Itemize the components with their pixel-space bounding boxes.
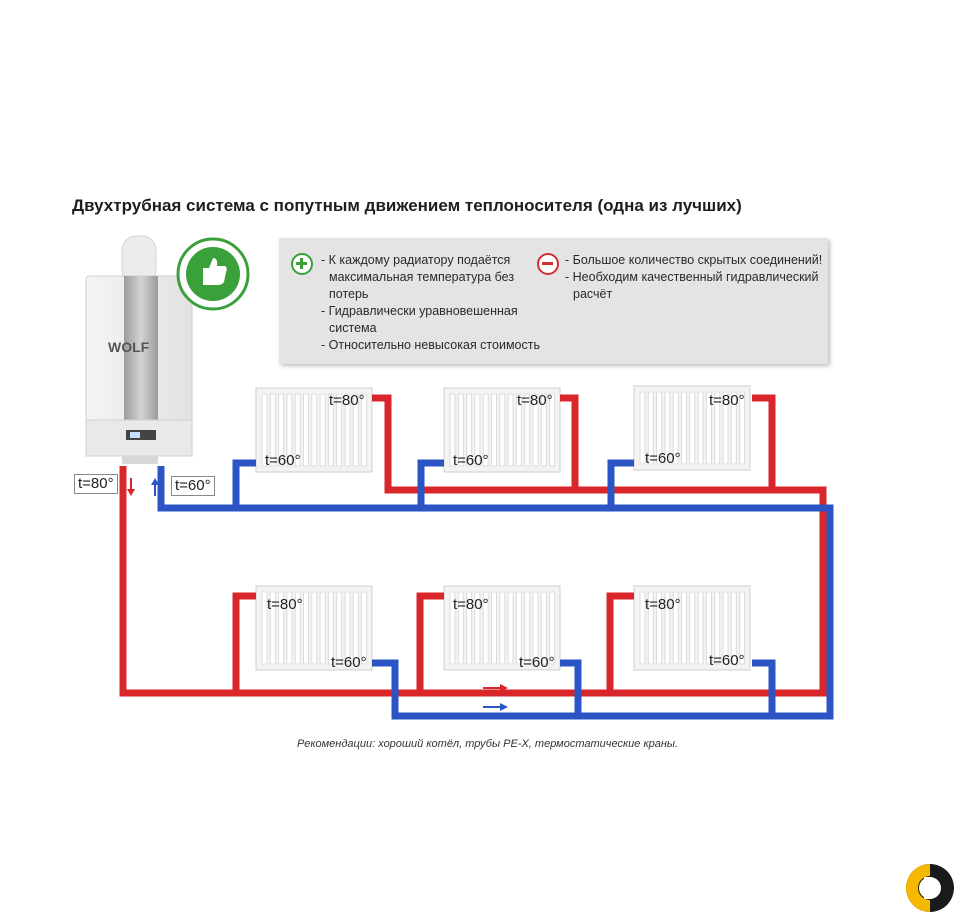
recommended-badge (176, 237, 250, 311)
pros-item: - Относительно невысокая стоимость (321, 338, 540, 352)
supply-pipe (752, 394, 776, 490)
flow-arrows (127, 478, 508, 711)
thumbs-up-icon (203, 258, 227, 285)
supply-pipe (232, 592, 256, 693)
cons-item: - Необходим качественный гидравлический … (565, 270, 819, 301)
pros-item: - К каждому радиатору подаётся максималь… (321, 253, 515, 301)
return-pipe (232, 459, 256, 508)
pros-list: - К каждому радиатору подаётся максималь… (321, 252, 551, 354)
pros-item: - Гидравлически уравновешенная система (321, 304, 518, 335)
radiator-top-1-return: t=60° (265, 452, 301, 469)
radiator-bottom-2 (443, 585, 561, 671)
cons-list: - Большое количество скрытых соединений!… (565, 252, 825, 303)
arrow-down-icon (127, 489, 135, 496)
radiator-bottom-3 (633, 585, 751, 671)
return-pipe (560, 659, 582, 716)
cons-item: - Большое количество скрытых соединений! (565, 253, 823, 267)
return-pipe (607, 459, 634, 508)
radiator-top-3-return: t=60° (645, 450, 681, 467)
radiator-bottom-2-return: t=60° (519, 654, 555, 671)
radiator-top-3 (633, 385, 751, 471)
radiator-bottom-1-return: t=60° (331, 654, 367, 671)
radiator-bottom-3-return: t=60° (709, 652, 745, 669)
pipes (119, 394, 834, 720)
plus-circle-icon (291, 253, 313, 275)
recommendations-footer: Рекомендации: хороший котёл, трубы PE-X,… (297, 738, 679, 750)
diagram-title: Двухтрубная система с попутным движением… (72, 196, 742, 215)
boiler-supply-temp: t=80° (74, 474, 118, 494)
info-box: - К каждому радиатору подаётся максималь… (279, 238, 828, 364)
supply-pipe (560, 394, 579, 490)
radiator-top-1-supply: t=80° (329, 392, 365, 409)
radiator-bottom-1-supply: t=80° (267, 596, 303, 613)
minus-circle-icon (537, 253, 559, 275)
radiators (255, 385, 751, 671)
return-pipe (157, 466, 834, 720)
supply-pipe (416, 592, 444, 693)
supply-pipe (606, 592, 634, 693)
arrow-right-icon (500, 684, 508, 692)
radiator-bottom-1 (255, 585, 373, 671)
boiler: WOLF (85, 235, 193, 464)
boiler-brand: WOLF (108, 339, 150, 355)
supply-pipe (119, 394, 827, 697)
boiler-return-temp: t=60° (171, 476, 215, 496)
radiator-bottom-3-supply: t=80° (645, 596, 681, 613)
radiator-bottom-2-supply: t=80° (453, 596, 489, 613)
radiator-top-2-supply: t=80° (517, 392, 553, 409)
return-pipe (752, 659, 776, 716)
arrow-up-icon (151, 478, 159, 485)
return-pipe (417, 459, 444, 508)
radiator-top-1 (255, 387, 373, 473)
radiator-top-2-return: t=60° (453, 452, 489, 469)
radiator-top-2 (443, 387, 561, 473)
arrow-right-icon (500, 703, 508, 711)
radiator-top-3-supply: t=80° (709, 392, 745, 409)
logo-icon (906, 864, 954, 912)
